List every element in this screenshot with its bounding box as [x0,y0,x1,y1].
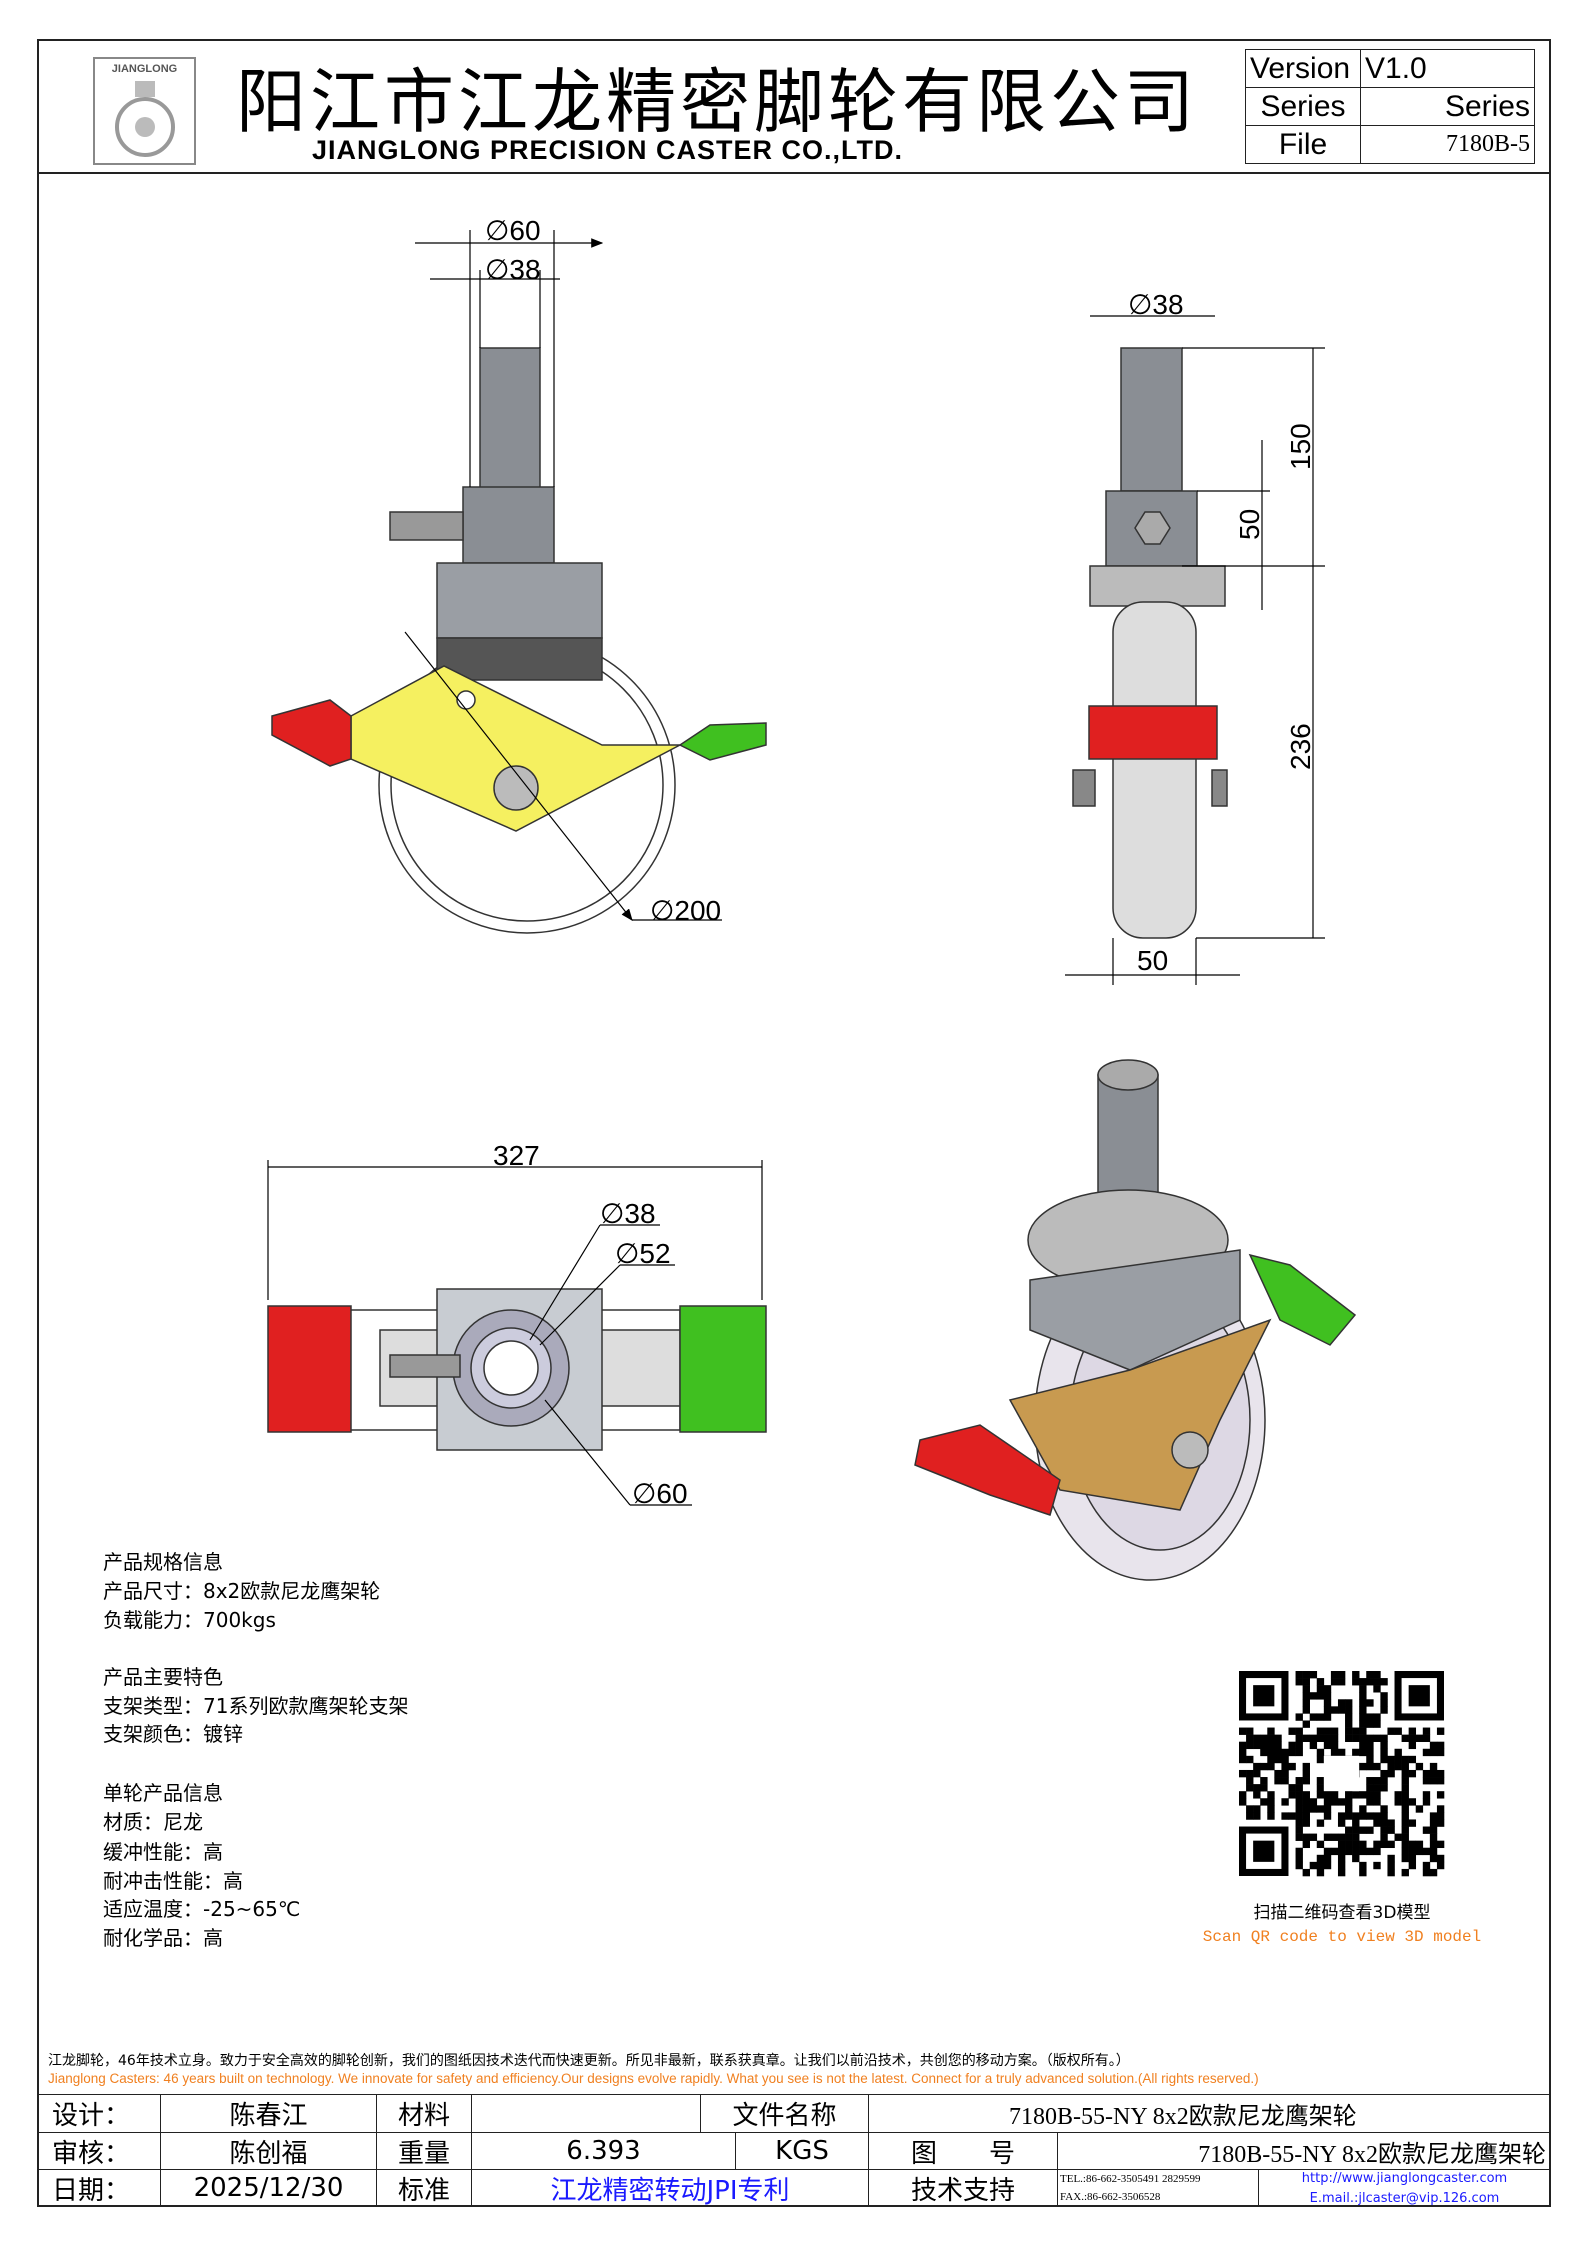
email-link[interactable]: E.mail.:jlcaster@vip.126.com [1309,2190,1500,2206]
drawing-no: 7180B-55-NY 8x2欧款尼龙鹰架轮 [1057,2132,1551,2170]
designer: 陈春江 [160,2094,377,2133]
spec-line: 缓冲性能：高 [103,1840,223,1864]
weight-unit: KGS [735,2132,869,2170]
spec-line: 材质：尼龙 [103,1810,203,1834]
company-name-cn: 阳江市江龙精密脚轮有限公司 [236,61,1198,143]
dim-front-d38: ∅38 [485,254,541,285]
reviewer: 陈创福 [160,2132,377,2170]
bronze-pedal [1008,1318,1272,1511]
company-name-en: JIANGLONG PRECISION CASTER CO.,LTD. [312,135,904,165]
date-value: 2025/12/30 [160,2169,377,2207]
dim-front-d60: ∅60 [485,215,541,246]
notice-en: Jianglong Casters: 46 years built on tec… [48,2071,1259,2086]
date-label: 日期： [37,2169,161,2207]
red-pedal [271,699,352,767]
meta-value: 7180B-5 [1360,125,1535,164]
red-bar [1088,705,1218,760]
dim-top-d38: ∅38 [600,1198,656,1229]
contact-phone: TEL.:86-662-3505491 2829599 FAX.:86-662-… [1057,2169,1259,2207]
spec-heading: 产品主要特色 [103,1665,223,1689]
spec-line: 产品尺寸：8x2欧款尼龙鹰架轮 [103,1579,381,1603]
side-view [1072,347,1228,939]
design-label: 设计： [37,2094,161,2133]
qr-caption-cn: 扫描二维码查看3D模型 [1253,1903,1431,1923]
dim-top-327: 327 [493,1140,540,1171]
top-dims [267,1160,763,1506]
bolt [389,511,464,541]
spec-line: 适应温度：-25~65℃ [103,1897,301,1921]
spec-line: 耐化学品：高 [103,1926,223,1950]
support-label: 技术支持 [868,2169,1058,2207]
collar [462,486,555,564]
meta-label: File [1245,125,1361,164]
isometric-view [914,1059,1357,1581]
review-label: 审核： [37,2132,161,2170]
top-view [267,1288,767,1451]
logo-text: JIANGLONG [111,63,178,75]
front-view [271,347,767,934]
weight-label: 重量 [376,2132,472,2170]
meta-value: V1.0 [1360,49,1535,88]
dim-side-236: 236 [1285,723,1316,770]
fork-plate [436,562,603,639]
contact-web: http://www.jianglongcaster.com E.mail.:j… [1258,2169,1551,2207]
front-dims [404,230,722,921]
header-divider [37,172,1551,174]
green-pedal [678,722,767,761]
material-value [471,2094,701,2133]
spec-heading: 产品规格信息 [103,1550,223,1574]
side-dims [1065,315,1325,985]
standard-label: 标准 [376,2169,472,2207]
qr-code[interactable] [1239,1671,1445,1877]
spec-line: 支架类型：71系列欧款鹰架轮支架 [103,1694,409,1718]
spec-line: 支架颜色：镀锌 [103,1722,243,1746]
spec-heading: 单轮产品信息 [103,1781,223,1805]
drawing-no-label: 图 号 [868,2132,1058,2170]
dim-front-d200: ∅200 [650,895,721,926]
spec-line: 耐冲击性能：高 [103,1869,243,1893]
spec-line: 负载能力：700kgs [103,1608,276,1632]
dim-side-150: 150 [1285,423,1316,470]
filename: 7180B-55-NY 8x2欧款尼龙鹰架轮 [868,2094,1551,2133]
qr-caption-en: Scan QR code to view 3D model [1202,1928,1482,1946]
notice-cn: 江龙脚轮，46年技术立身。致力于安全高效的脚轮创新，我们的图纸因技术迭代而快速更… [48,2053,1130,2069]
dim-top-d60: ∅60 [632,1478,688,1509]
material-label: 材料 [376,2094,472,2133]
weight-value: 6.393 [471,2132,736,2170]
stem [479,347,541,489]
dim-side-50: 50 [1234,509,1265,540]
tel: TEL.:86-662-3505491 2829599 [1060,2173,1201,2185]
dim-side-50-width: 50 [1137,945,1168,976]
caster-logo-icon [115,81,175,157]
meta-label: Version [1245,49,1361,88]
dim-side-d38: ∅38 [1128,289,1184,320]
meta-value: Series [1360,87,1535,126]
filename-label: 文件名称 [700,2094,869,2133]
standard-value: 江龙精密转动JPI专利 [471,2169,869,2207]
company-logo: JIANGLONG [93,57,196,165]
dim-top-d52: ∅52 [615,1238,671,1269]
website-link[interactable]: http://www.jianglongcaster.com [1301,2170,1508,2186]
fax: FAX.:86-662-3506528 [1060,2191,1161,2203]
